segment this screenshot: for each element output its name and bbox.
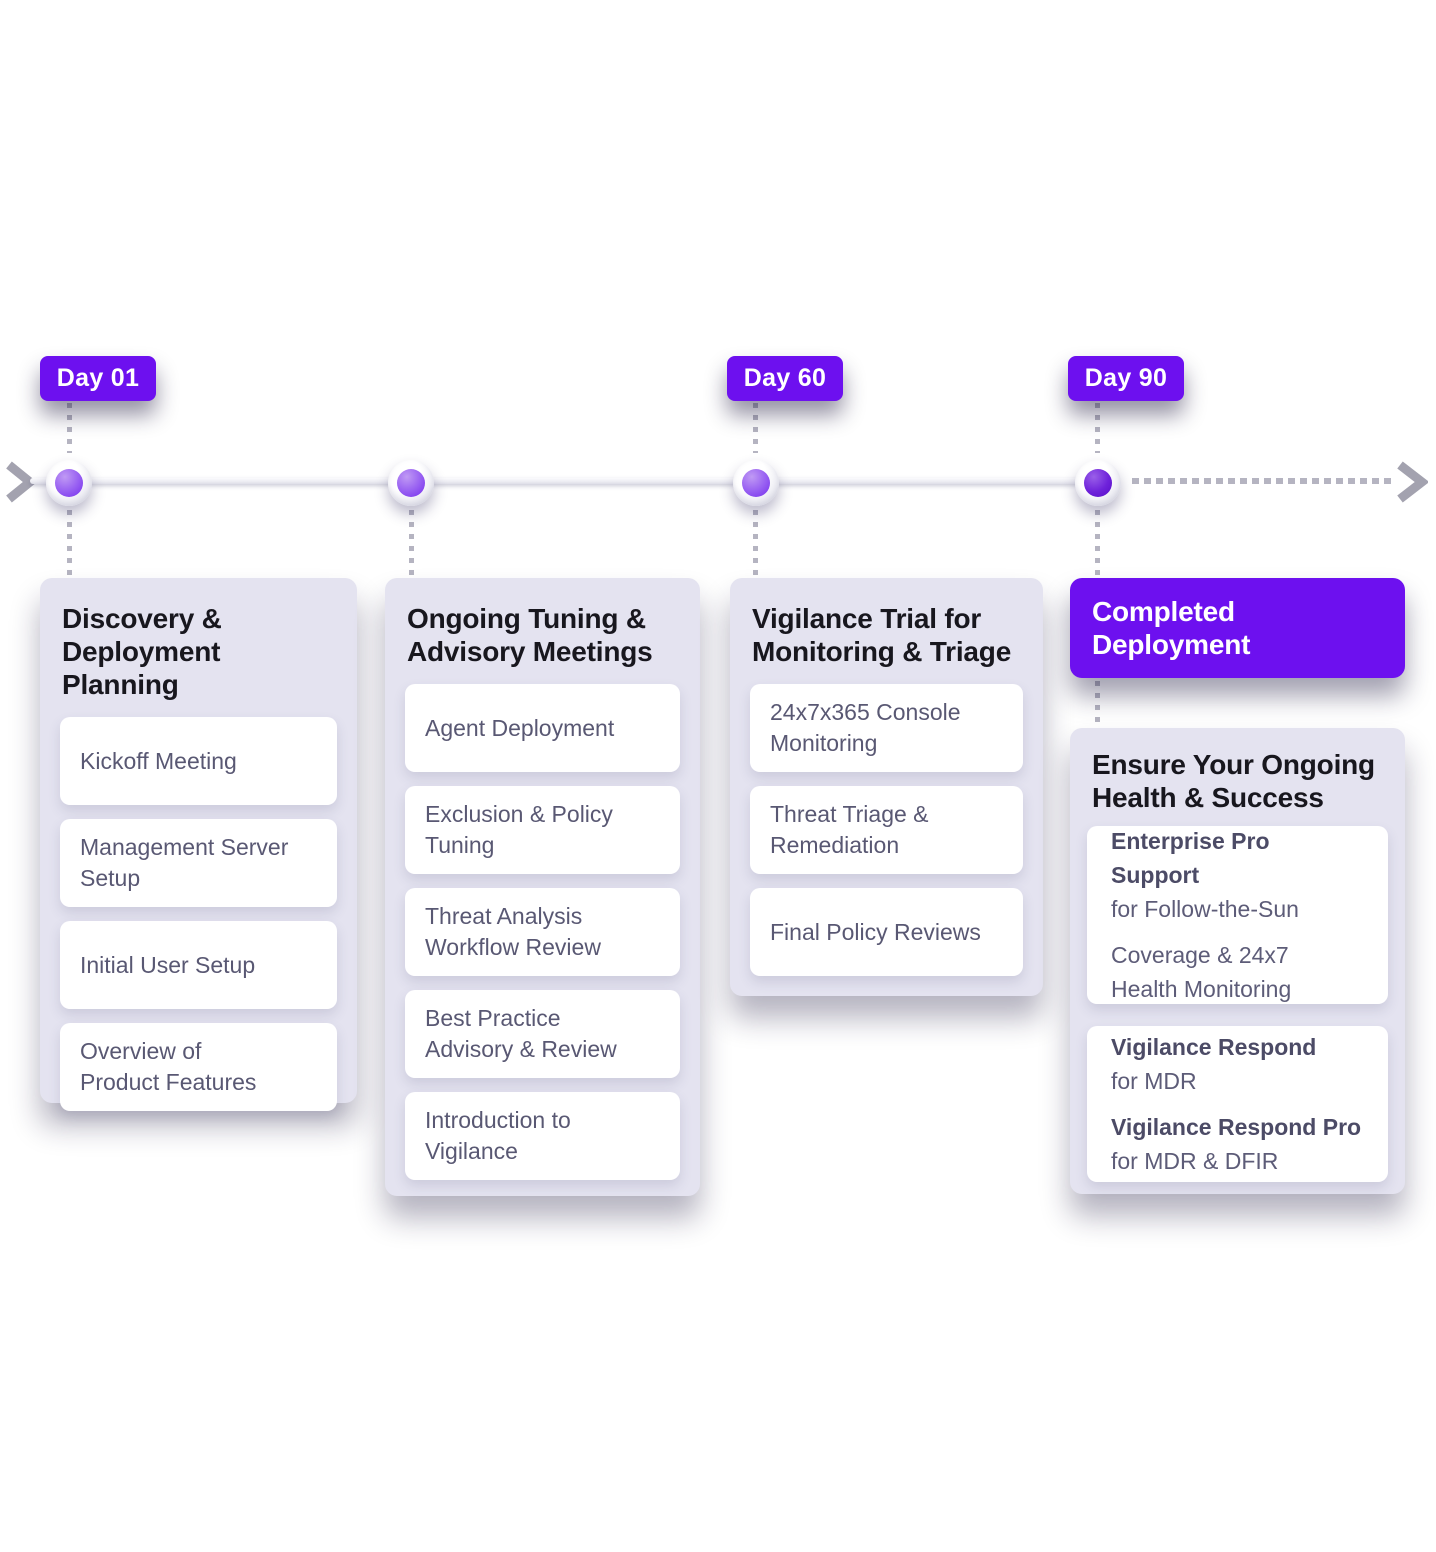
- day-badge-90: Day 90: [1068, 356, 1184, 401]
- ensure-health-card: Ensure Your Ongoing Health & Success Ent…: [1070, 728, 1405, 1194]
- timeline-dot-day90: [1075, 460, 1121, 506]
- connector-dot-column-4: [1095, 510, 1100, 576]
- timeline-arrow-right-icon: [1397, 461, 1428, 503]
- entry-desc: for MDR & DFIR: [1111, 1148, 1279, 1174]
- support-entry: Enterprise Pro Support for Follow-the-Su…: [1111, 824, 1364, 926]
- connector-badge-day60: [753, 403, 758, 453]
- phase-item: Introduction to Vigilance: [405, 1092, 680, 1180]
- day-badge-60: Day 60: [727, 356, 843, 401]
- phase-item: Management Server Setup: [60, 819, 337, 907]
- completed-deployment-label: Completed Deployment: [1092, 596, 1251, 660]
- phase-column-tuning: Ongoing Tuning & Advisory Meetings Agent…: [385, 578, 700, 1196]
- phase-item: Agent Deployment: [405, 684, 680, 772]
- entry-name: Vigilance Respond Pro: [1111, 1114, 1362, 1140]
- phase-title: Vigilance Trial for Monitoring & Triage: [752, 603, 1012, 667]
- phase-item: Initial User Setup: [60, 921, 337, 1009]
- timeline-dot-inner: [55, 469, 83, 497]
- connector-dot-column-2: [409, 510, 414, 576]
- phase-items: Agent Deployment Exclusion & Policy Tuni…: [405, 684, 680, 1180]
- connector-badge-day90: [1095, 403, 1100, 453]
- completed-deployment-header: Completed Deployment: [1070, 578, 1405, 678]
- timeline-dot-2: [388, 460, 434, 506]
- timeline-dot-inner: [1084, 469, 1112, 497]
- phase-item: Overview of Product Features: [60, 1023, 337, 1111]
- connector-badge-day01: [67, 403, 72, 453]
- timeline-dot-day60: [733, 460, 779, 506]
- phase-item: Exclusion & Policy Tuning: [405, 786, 680, 874]
- entry-desc: for Follow-the-Sun: [1111, 896, 1299, 922]
- entry-name: Vigilance Respond: [1111, 1034, 1317, 1060]
- respond-entry: Vigilance Respond Pro for MDR & DFIR: [1111, 1110, 1364, 1178]
- timeline-line: [30, 478, 1102, 484]
- phase-column-discovery: Discovery & Deployment Planning Kickoff …: [40, 578, 357, 1111]
- day-badge-01: Day 01: [40, 356, 156, 401]
- phase-item: Kickoff Meeting: [60, 717, 337, 805]
- connector-dot-column-1: [67, 510, 72, 576]
- connector-completed-ensure: [1095, 681, 1100, 727]
- phase-item: Final Policy Reviews: [750, 888, 1023, 976]
- phase-item: Threat Analysis Workflow Review: [405, 888, 680, 976]
- respond-entry: Vigilance Respond for MDR: [1111, 1030, 1364, 1098]
- phase-item: Best Practice Advisory & Review: [405, 990, 680, 1078]
- phase-items: Kickoff Meeting Management Server Setup …: [60, 717, 337, 1111]
- phase-column-vigilance-trial: Vigilance Trial for Monitoring & Triage …: [730, 578, 1043, 996]
- support-entry: Coverage & 24x7 Health Monitoring: [1111, 938, 1364, 1006]
- entry-desc: Coverage & 24x7 Health Monitoring: [1111, 942, 1292, 1002]
- connector-dot-column-3: [753, 510, 758, 576]
- timeline-dot-day01: [46, 460, 92, 506]
- timeline-dot-inner: [397, 469, 425, 497]
- enterprise-support-card: Enterprise Pro Support for Follow-the-Su…: [1087, 826, 1388, 1004]
- timeline-dashed-line: [1132, 478, 1392, 484]
- timeline-dot-inner: [742, 469, 770, 497]
- phase-item: Threat Triage & Remediation: [750, 786, 1023, 874]
- vigilance-respond-card: Vigilance Respond for MDR Vigilance Resp…: [1087, 1026, 1388, 1182]
- entry-name: Enterprise Pro Support: [1111, 828, 1270, 888]
- phase-title: Discovery & Deployment Planning: [62, 603, 222, 700]
- phase-items: 24x7x365 Console Monitoring Threat Triag…: [750, 684, 1023, 976]
- ensure-health-title: Ensure Your Ongoing Health & Success: [1092, 749, 1375, 813]
- phase-title: Ongoing Tuning & Advisory Meetings: [407, 603, 653, 667]
- entry-desc: for MDR: [1111, 1068, 1197, 1094]
- phase-item: 24x7x365 Console Monitoring: [750, 684, 1023, 772]
